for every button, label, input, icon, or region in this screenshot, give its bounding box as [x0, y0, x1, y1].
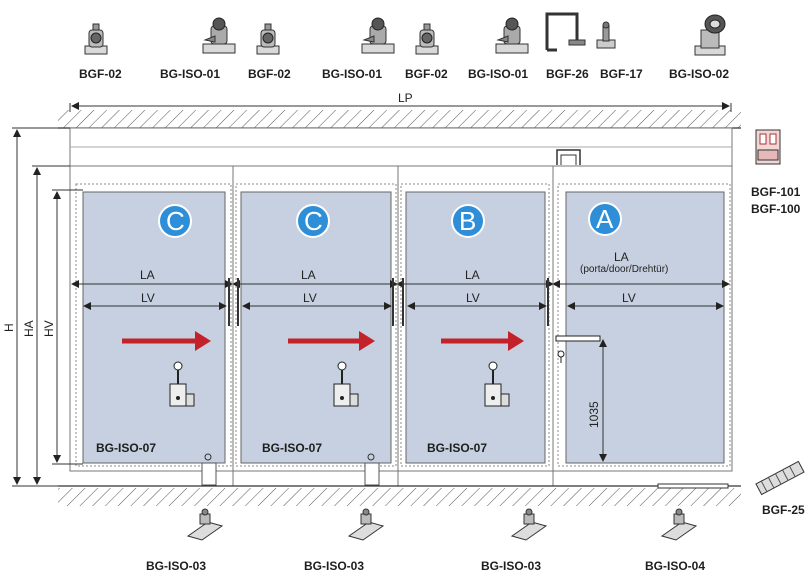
lp-dimension: LP [69, 91, 732, 112]
pin-icon [596, 21, 616, 49]
clip-bracket-icon [545, 12, 586, 52]
panel-letter: A [596, 204, 614, 234]
rail-label: BGF-25 [762, 503, 805, 517]
part-label: BGF-02 [79, 67, 122, 81]
height-1035-label: 1035 [587, 401, 601, 428]
panel-c-left: C LA LV BG-ISO-07 [71, 183, 233, 486]
rail-strip-icon [755, 460, 805, 496]
part-label: BGF-26 [546, 67, 589, 81]
bracket-roller-icon [415, 23, 439, 55]
la-label: LA [140, 268, 155, 282]
panel-letter-badge [296, 204, 330, 238]
ha-label: HA [22, 320, 36, 337]
roller-carriage-icon [202, 17, 236, 54]
lock-label: BG-ISO-07 [427, 441, 487, 455]
profile-label-1: BGF-101 [751, 185, 801, 199]
profile-label-2: BGF-100 [751, 202, 801, 216]
end-stop-roller-icon [694, 14, 726, 56]
part-label: BGF-02 [405, 67, 448, 81]
part-label: BG-ISO-02 [669, 67, 729, 81]
roller-carriage-icon [361, 17, 395, 54]
panels-group: C LA LV BG-ISO-07 C LA [71, 166, 731, 486]
panel-letter-badge [158, 204, 192, 238]
profile-section-icon [755, 129, 781, 165]
h-label: H [2, 323, 16, 332]
part-label: BG-ISO-01 [160, 67, 220, 81]
lock-icon [169, 361, 195, 407]
direction-arrow [359, 331, 375, 351]
panel-letter: B [459, 206, 476, 236]
bracket-roller-icon [84, 23, 108, 55]
lv-label: LV [303, 291, 317, 305]
panel-letter-badge [451, 204, 485, 238]
part-label: BG-ISO-01 [468, 67, 528, 81]
la-note: (porta/door/Drehtür) [580, 264, 668, 275]
panel-b: B LA LV BG-ISO-07 [396, 183, 554, 467]
part-label: BG-ISO-01 [322, 67, 382, 81]
part-label: BG-ISO-03 [146, 559, 206, 573]
direction-arrow [195, 331, 211, 351]
panel-letter: C [304, 206, 323, 236]
part-label: BG-ISO-04 [645, 559, 705, 573]
part-label: BG-ISO-03 [304, 559, 364, 573]
part-label: BGF-17 [600, 67, 643, 81]
hv-label: HV [42, 320, 56, 337]
ceiling-hatch [58, 110, 741, 128]
height-dimensions: H HA HV [2, 127, 83, 487]
part-label: BG-ISO-03 [481, 559, 541, 573]
panel-letter: C [166, 206, 185, 236]
track-clip-icon [556, 149, 581, 165]
floor-guide-icon [347, 508, 385, 541]
la-label: LA [465, 268, 480, 282]
lv-label: LV [141, 291, 155, 305]
top-parts [84, 12, 726, 56]
door-handle-icon [555, 335, 601, 363]
floor-guide-icon [510, 508, 548, 541]
bracket-roller-icon [256, 23, 280, 55]
direction-arrow [508, 331, 524, 351]
lock-icon [484, 361, 510, 407]
panel-a-door: A LA (porta/door/Drehtür) LV 1035 [552, 183, 731, 467]
lock-label: BG-ISO-07 [96, 441, 156, 455]
lock-icon [333, 361, 359, 407]
roller-carriage-icon [495, 17, 529, 54]
panel-c-middle: C LA LV BG-ISO-07 [232, 183, 398, 486]
panel-letter-badge [588, 202, 622, 236]
lp-label: LP [398, 91, 413, 105]
lv-label: LV [622, 291, 636, 305]
la-label: LA [301, 268, 316, 282]
lock-label: BG-ISO-07 [262, 441, 322, 455]
top-part-labels: BGF-02 BG-ISO-01 BGF-02 BG-ISO-01 BGF-02… [79, 67, 729, 81]
floor-hatch [58, 488, 741, 506]
bottom-parts: BG-ISO-03 BG-ISO-03 BG-ISO-03 BG-ISO-04 [146, 508, 705, 573]
la-label: LA [614, 250, 629, 264]
floor-guide-icon [186, 508, 224, 541]
floor-guide-icon [660, 508, 698, 541]
part-label: BGF-02 [248, 67, 291, 81]
lv-label: LV [466, 291, 480, 305]
